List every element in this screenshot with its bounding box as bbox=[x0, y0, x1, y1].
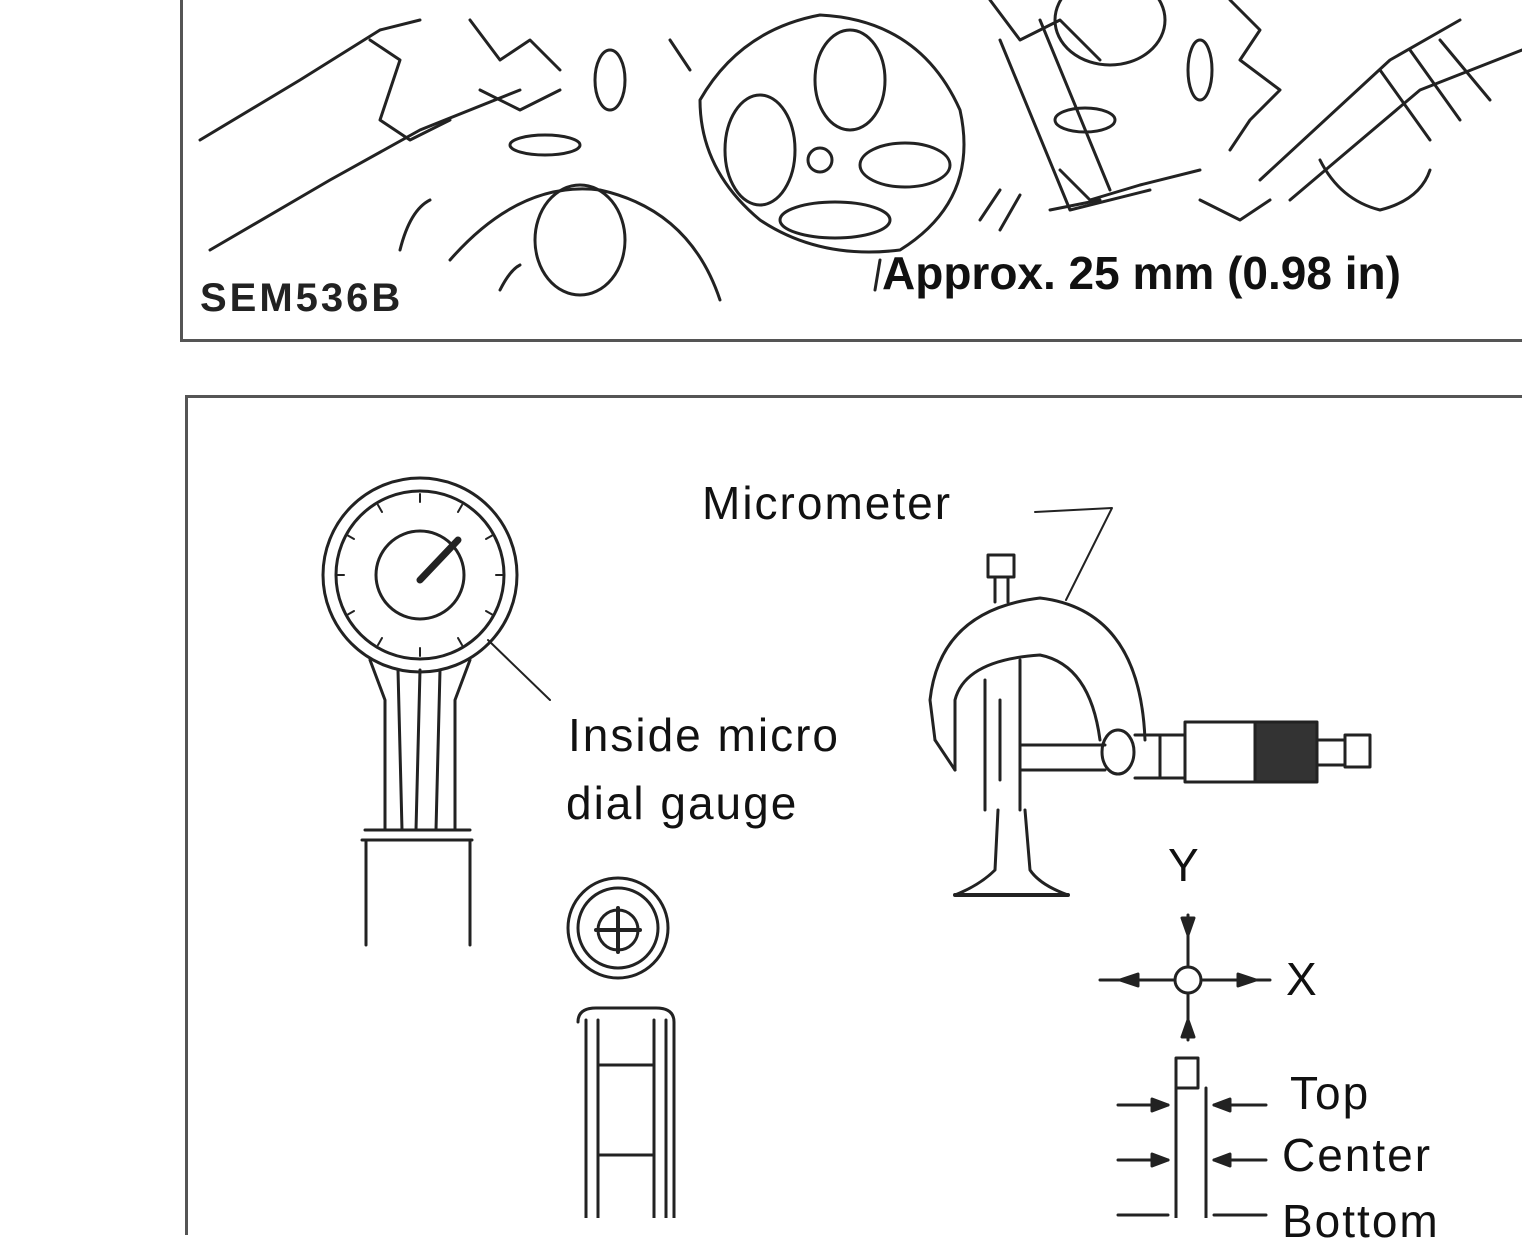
position-bottom-label: Bottom bbox=[1282, 1195, 1440, 1247]
dial-gauge-drawing bbox=[321, 476, 551, 947]
position-center-label: Center bbox=[1282, 1129, 1433, 1181]
bottom-figure-panel bbox=[185, 395, 1522, 1235]
cylinder-head-illustration bbox=[198, 0, 1522, 302]
micrometer-label: Micrometer bbox=[702, 477, 953, 529]
dial-gauge-label-line1: Inside micro bbox=[568, 709, 840, 761]
dial-gauge-label-line2: dial gauge bbox=[566, 777, 799, 829]
top-figure-panel bbox=[180, 0, 1522, 342]
bore-crosshair bbox=[566, 876, 676, 1218]
micrometer-drawing bbox=[928, 507, 1372, 897]
axis-y-label: Y bbox=[1168, 839, 1199, 891]
stem-positions bbox=[1116, 1056, 1268, 1218]
line-art bbox=[198, 0, 1522, 1218]
axis-x-label: X bbox=[1286, 953, 1317, 1005]
position-top-label: Top bbox=[1290, 1067, 1371, 1119]
axis-indicator bbox=[1098, 913, 1272, 1042]
figure-code: SEM536B bbox=[200, 276, 404, 320]
dimension-note: Approx. 25 mm (0.98 in) bbox=[882, 247, 1401, 299]
